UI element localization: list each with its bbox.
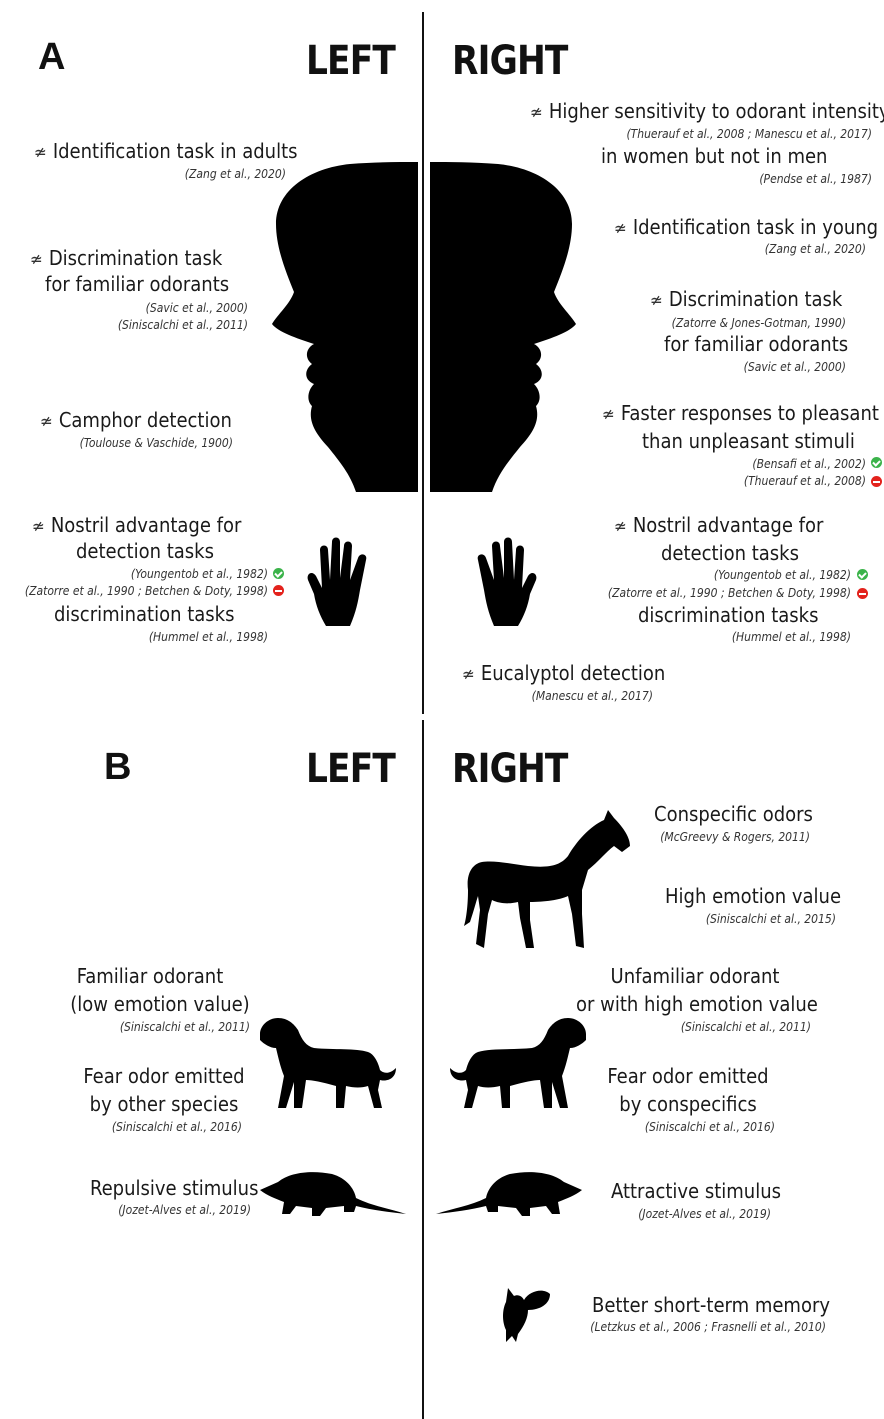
confirmed-check-icon bbox=[273, 568, 284, 579]
a-right-discrimination-line2: for familiar odorants bbox=[664, 332, 849, 356]
a-right-discrimination-line1: ≄Discrimination task bbox=[650, 286, 842, 314]
a-left-discrimination-line2: for familiar odorants bbox=[45, 272, 230, 296]
a-left-discrimination-ref1: (Savic et al., 2000) bbox=[145, 301, 248, 315]
nose-icon: ≄ bbox=[614, 517, 627, 537]
b-right-memory-ref: (Letzkus et al., 2006 ; Frasnelli et al.… bbox=[590, 1320, 826, 1334]
a-right-faster-line1: ≄Faster responses to pleasant bbox=[602, 400, 879, 428]
left-hand-icon bbox=[307, 537, 367, 626]
a-left-nostril-line1: ≄Nostril advantage for bbox=[32, 512, 241, 540]
a-right-sensitivity-line1: ≄Higher sensitivity to odorant intensity bbox=[530, 98, 884, 126]
b-right-conspecific: Conspecific odors bbox=[654, 802, 813, 826]
refuted-minus-icon bbox=[871, 476, 882, 487]
nose-icon: ≄ bbox=[602, 405, 615, 425]
b-left-repulsive-ref: (Jozet-Alves et al., 2019) bbox=[118, 1203, 251, 1217]
b-right-unfamiliar-line1: Unfamiliar odorant bbox=[610, 964, 780, 988]
nose-icon: ≄ bbox=[462, 665, 475, 685]
a-right-discrimination-ref1: (Zatorre & Jones-Gotman, 1990) bbox=[671, 316, 846, 330]
right-hand-icon bbox=[477, 537, 537, 626]
panel-b-right-header: RIGHT bbox=[452, 746, 568, 792]
a-right-faster-ref1: (Bensafi et al., 2002) bbox=[752, 457, 866, 471]
b-right-attractive: Attractive stimulus bbox=[611, 1179, 781, 1203]
b-right-high-emotion-ref: (Siniscalchi et al., 2015) bbox=[705, 912, 836, 926]
a-right-eucalyptol-ref: (Manescu et al., 2017) bbox=[531, 689, 653, 703]
a-right-nostril-line1: ≄Nostril advantage for bbox=[614, 512, 823, 540]
a-left-nostril-ref1: (Youngentob et al., 1982) bbox=[130, 567, 268, 581]
panel-b-letter: B bbox=[104, 746, 132, 788]
a-right-faster-ref2: (Thuerauf et al., 2008) bbox=[743, 474, 866, 488]
panel-a-left-header: LEFT bbox=[306, 38, 396, 84]
a-left-nostril-ref2: (Zatorre et al., 1990 ; Betchen & Doty, … bbox=[24, 584, 268, 598]
b-right-fear-line2: by conspecifics bbox=[619, 1092, 757, 1116]
rodent-left-icon bbox=[260, 1172, 406, 1216]
dog-left-icon bbox=[260, 1018, 396, 1108]
nose-icon: ≄ bbox=[30, 250, 43, 270]
panel-a-letter: A bbox=[38, 36, 66, 78]
b-left-familiar-ref: (Siniscalchi et al., 2011) bbox=[119, 1020, 250, 1034]
a-left-discrimination-ref2: (Siniscalchi et al., 2011) bbox=[117, 318, 248, 332]
b-right-attractive-ref: (Jozet-Alves et al., 2019) bbox=[638, 1207, 771, 1221]
nose-icon: ≄ bbox=[34, 143, 47, 163]
a-left-nostril-ref3: (Hummel et al., 1998) bbox=[148, 630, 268, 644]
center-divider-b bbox=[422, 720, 424, 1419]
a-left-camphor: ≄Camphor detection bbox=[40, 407, 232, 435]
right-head-silhouette bbox=[430, 162, 576, 492]
b-right-unfamiliar-line2: or with high emotion value bbox=[576, 992, 818, 1016]
a-right-nostril-ref1: (Youngentob et al., 1982) bbox=[713, 568, 851, 582]
b-right-memory: Better short-term memory bbox=[592, 1293, 831, 1317]
refuted-minus-icon bbox=[273, 585, 284, 596]
b-right-fear-line1: Fear odor emitted bbox=[607, 1064, 769, 1088]
a-right-nostril-ref2: (Zatorre et al., 1990 ; Betchen & Doty, … bbox=[607, 586, 851, 600]
b-right-conspecific-ref: (McGreevy & Rogers, 2011) bbox=[660, 830, 810, 844]
a-left-nostril-line2: detection tasks bbox=[76, 539, 214, 563]
a-left-identification-ref: (Zang et al., 2020) bbox=[184, 167, 286, 181]
b-left-fear-line1: Fear odor emitted bbox=[83, 1064, 245, 1088]
dog-right-icon bbox=[450, 1018, 586, 1108]
a-right-nostril-line2: detection tasks bbox=[661, 541, 799, 565]
a-right-discrimination-ref2: (Savic et al., 2000) bbox=[743, 360, 846, 374]
panel-a-right-header: RIGHT bbox=[452, 38, 568, 84]
a-right-sensitivity-ref2: (Pendse et al., 1987) bbox=[759, 172, 872, 186]
a-right-faster-line2: than unpleasant stimuli bbox=[642, 429, 855, 453]
b-left-familiar-line1: Familiar odorant bbox=[76, 964, 224, 988]
b-right-unfamiliar-ref: (Siniscalchi et al., 2011) bbox=[680, 1020, 811, 1034]
b-left-fear-ref: (Siniscalchi et al., 2016) bbox=[111, 1120, 242, 1134]
horse-icon bbox=[464, 810, 630, 948]
left-head-silhouette bbox=[272, 162, 418, 492]
nose-icon: ≄ bbox=[614, 219, 627, 239]
a-left-identification: ≄Identification task in adults bbox=[34, 138, 298, 166]
nose-icon: ≄ bbox=[40, 412, 53, 432]
refuted-minus-icon bbox=[857, 588, 868, 599]
a-left-nostril-line3: discrimination tasks bbox=[54, 602, 235, 626]
a-right-identification-ref: (Zang et al., 2020) bbox=[764, 242, 866, 256]
bee-icon bbox=[503, 1288, 550, 1342]
confirmed-check-icon bbox=[857, 569, 868, 580]
b-left-familiar-line2: (low emotion value) bbox=[70, 992, 250, 1016]
confirmed-check-icon bbox=[871, 457, 882, 468]
a-left-camphor-ref: (Toulouse & Vaschide, 1900) bbox=[79, 436, 233, 450]
panel-b-left-header: LEFT bbox=[306, 746, 396, 792]
b-left-repulsive: Repulsive stimulus bbox=[90, 1176, 259, 1200]
a-right-sensitivity-ref1: (Thuerauf et al., 2008 ; Manescu et al.,… bbox=[626, 127, 872, 141]
rodent-right-icon bbox=[436, 1172, 582, 1216]
center-divider bbox=[422, 12, 424, 714]
a-right-nostril-ref3: (Hummel et al., 1998) bbox=[731, 630, 851, 644]
b-left-fear-line2: by other species bbox=[89, 1092, 239, 1116]
nose-icon: ≄ bbox=[32, 517, 45, 537]
a-right-identification: ≄Identification task in young bbox=[614, 214, 878, 242]
a-left-discrimination-line1: ≄Discrimination task bbox=[30, 245, 222, 273]
a-right-sensitivity-line2: in women but not in men bbox=[601, 144, 828, 168]
nose-icon: ≄ bbox=[650, 291, 663, 311]
nose-icon: ≄ bbox=[530, 103, 543, 123]
a-right-eucalyptol: ≄Eucalyptol detection bbox=[462, 660, 665, 688]
a-right-nostril-line3: discrimination tasks bbox=[638, 603, 819, 627]
b-right-high-emotion: High emotion value bbox=[665, 884, 842, 908]
b-right-fear-ref: (Siniscalchi et al., 2016) bbox=[644, 1120, 775, 1134]
